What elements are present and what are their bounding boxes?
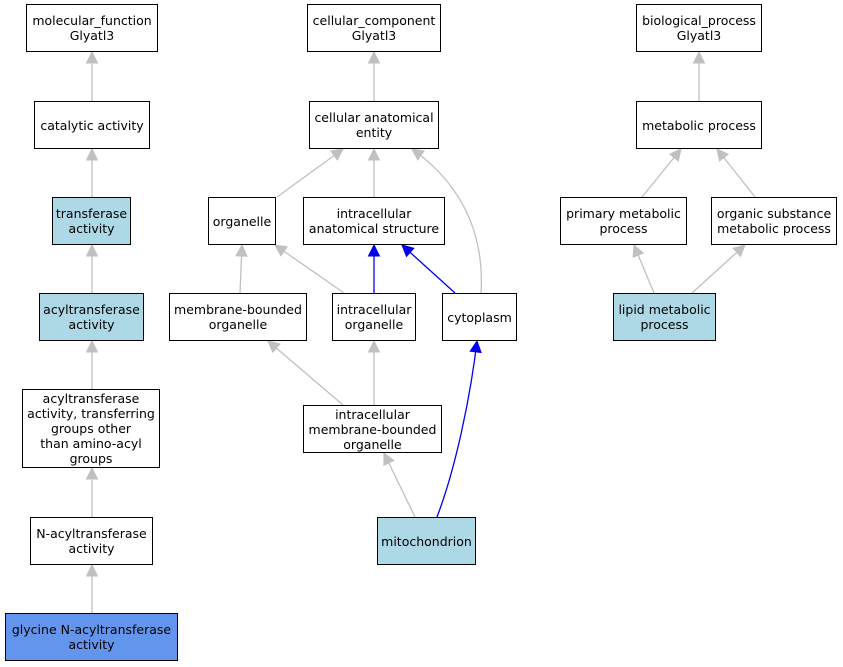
node-glycine-n-acyltransferase-activity[interactable]: glycine N-acyltransferase activity <box>5 613 178 661</box>
edge-lipid-to-organic <box>691 244 746 294</box>
node-cellular-anatomical-entity[interactable]: cellular anatomical entity <box>309 101 439 149</box>
node-transferase-activity[interactable]: transferase activity <box>52 197 131 245</box>
edge-arrowhead-n_acyl-to-acyl_other <box>85 466 99 480</box>
edge-arrowhead-io-to-organelle <box>274 244 289 257</box>
edge-cytoplasm-to-cae <box>411 148 483 294</box>
node-membrane-bounded-organelle[interactable]: membrane-bounded organelle <box>169 293 307 341</box>
node-acyltransferase-activity[interactable]: acyltransferase activity <box>39 293 144 341</box>
node-cytoplasm[interactable]: cytoplasm <box>442 293 517 341</box>
edge-arrowhead-mito-to-cytoplasm <box>469 339 482 354</box>
node-intracellular-membrane-bounded-organelle[interactable]: intracellular membrane-bounded organelle <box>303 405 442 453</box>
edge-cytoplasm-to-ias <box>401 244 456 294</box>
edge-io-to-organelle <box>274 244 345 294</box>
node-mitochondrion[interactable]: mitochondrion <box>377 517 476 565</box>
node-intracellular-organelle[interactable]: intracellular organelle <box>332 293 416 341</box>
edge-arrowhead-lipid-to-primary <box>632 243 645 259</box>
edge-arrowhead-primary-to-metabolic <box>668 148 682 162</box>
node-cellular-component[interactable]: cellular_component Glyatl3 <box>307 4 441 52</box>
node-biological-process[interactable]: biological_process Glyatl3 <box>636 4 762 52</box>
edge-arrowhead-metabolic-to-bp_root <box>692 50 706 64</box>
edge-arrowhead-mbo-to-organelle <box>235 243 248 257</box>
node-organelle[interactable]: organelle <box>208 197 276 245</box>
edge-arrowhead-organelle-to-cae <box>329 148 344 161</box>
edge-organelle-to-cae <box>276 148 344 198</box>
edge-arrowhead-organic-to-metabolic <box>716 148 730 162</box>
edge-arrowhead-catalytic-to-mf_root <box>85 50 99 64</box>
edge-arrowhead-acyltransferase-to-transferase <box>85 243 99 257</box>
node-catalytic-activity[interactable]: catalytic activity <box>34 101 150 149</box>
edge-arrowhead-lipid-to-organic <box>732 244 746 258</box>
edge-arrowhead-acyl_other-to-acyltransferase <box>85 339 99 353</box>
node-n-acyltransferase-activity[interactable]: N-acyltransferase activity <box>30 517 153 565</box>
edge-arrowhead-imbo-to-mbo <box>267 340 281 354</box>
edge-arrowhead-glycine-to-n_acyl <box>85 563 99 577</box>
edge-arrowhead-imbo-to-io <box>367 339 381 353</box>
edge-arrowhead-transferase-to-catalytic <box>85 147 99 161</box>
node-primary-metabolic-process[interactable]: primary metabolic process <box>560 197 687 245</box>
edge-mito-to-imbo <box>383 452 416 518</box>
edge-imbo-to-mbo <box>267 340 344 406</box>
edge-arrowhead-io-to-ias <box>367 243 381 257</box>
node-molecular-function[interactable]: molecular_function Glyatl3 <box>26 4 158 52</box>
edge-mito-to-cytoplasm <box>436 340 478 518</box>
node-intracellular-anatomical-structure[interactable]: intracellular anatomical structure <box>303 197 445 245</box>
node-acyltransferase-other-groups[interactable]: acyltransferase activity, transferring g… <box>22 389 160 468</box>
edge-arrowhead-mito-to-imbo <box>383 451 395 467</box>
edge-arrowhead-ias-to-cae <box>367 147 381 161</box>
node-lipid-metabolic-process[interactable]: lipid metabolic process <box>613 293 716 341</box>
edge-arrowhead-cae-to-cc_root <box>367 50 381 64</box>
edge-arrowhead-cytoplasm-to-ias <box>401 244 415 258</box>
node-metabolic-process[interactable]: metabolic process <box>636 101 762 149</box>
edge-arrowhead-cytoplasm-to-cae <box>411 148 426 161</box>
node-organic-substance-metabolic-process[interactable]: organic substance metabolic process <box>711 197 837 245</box>
